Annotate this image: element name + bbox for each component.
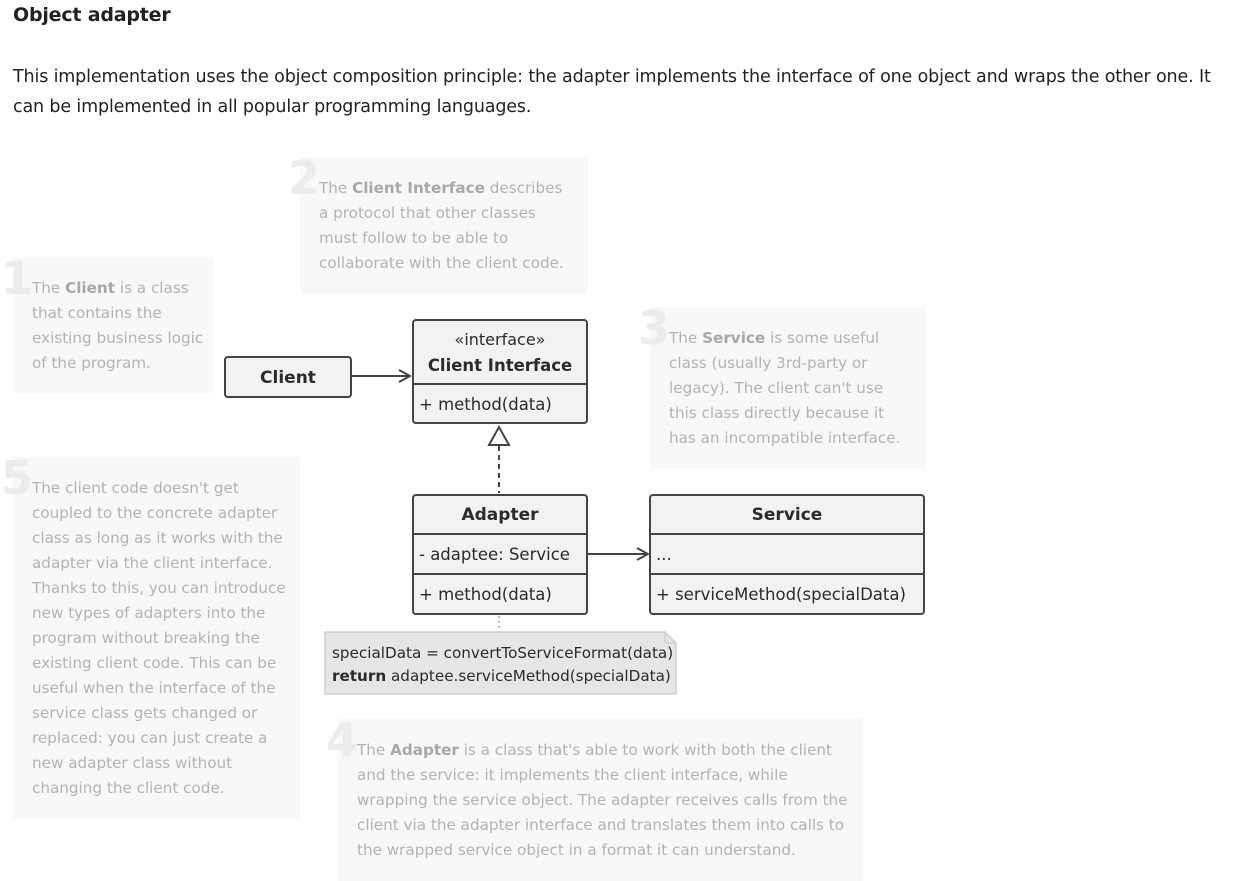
adapter-field: - adaptee: Service	[419, 545, 570, 564]
note-text-bold: Service	[702, 329, 766, 347]
note-text-post: is some useful class (usually 3rd-party …	[669, 329, 901, 447]
code-note: specialData = convertToServiceFormat(dat…	[324, 631, 677, 695]
service-class-name: Service	[752, 505, 823, 525]
realization-triangle	[487, 424, 511, 446]
note-client-code: 5 The client code doesn't get coupled to…	[1, 455, 300, 819]
interface-stereotype: «interface»	[455, 330, 546, 349]
code-note-keyword: return	[332, 667, 386, 685]
service-method: + serviceMethod(specialData)	[656, 585, 906, 604]
note-number: 2	[288, 151, 321, 205]
note-number: 1	[1, 251, 34, 305]
note-text-pre: The	[669, 329, 703, 347]
note-text-post: The client code doesn't get coupled to t…	[32, 479, 286, 797]
note-service: 3 The Service is some useful class (usua…	[638, 305, 926, 469]
note-client: 1 The Client is a class that contains th…	[1, 255, 213, 393]
note-text-post: is a class that's able to work with both…	[357, 741, 848, 859]
note-text-pre: The	[319, 179, 353, 197]
note-text-pre: The	[357, 741, 391, 759]
note-adapter: 4 The Adapter is a class that's able to …	[326, 717, 863, 881]
note-text-post: describes a protocol that other classes …	[319, 179, 564, 272]
note-text-bold: Adapter	[390, 741, 459, 759]
note-text-post: is a class that contains the existing bu…	[32, 279, 204, 372]
adapter-method: + method(data)	[419, 585, 552, 604]
adapter-class: Adapter - adaptee: Service + method(data…	[412, 494, 588, 615]
note-text-pre: The	[32, 279, 66, 297]
note-number: 4	[326, 713, 359, 767]
client-interface-class: «interface» Client Interface + method(da…	[412, 319, 588, 424]
service-class: Service ... + serviceMethod(specialData)	[649, 494, 925, 615]
adapter-class-name: Adapter	[461, 505, 539, 525]
note-text-bold: Client Interface	[352, 179, 485, 197]
note-client-interface: 2 The Client Interface describes a proto…	[288, 155, 588, 294]
service-field: ...	[656, 545, 672, 564]
code-note-rest: adaptee.serviceMethod(specialData)	[386, 667, 671, 685]
code-note-line-2: return adaptee.serviceMethod(specialData…	[332, 667, 671, 685]
client-interface-method: + method(data)	[419, 395, 552, 414]
section-title: Object adapter	[13, 4, 171, 26]
note-number: 5	[1, 451, 34, 505]
note-number: 3	[638, 301, 671, 355]
client-interface-name: Client Interface	[428, 356, 572, 375]
section-intro: This implementation uses the object comp…	[13, 67, 1211, 117]
client-class: Client	[224, 356, 352, 398]
code-note-line-1: specialData = convertToServiceFormat(dat…	[332, 644, 673, 662]
client-class-name: Client	[260, 368, 316, 388]
note-text-bold: Client	[65, 279, 116, 297]
